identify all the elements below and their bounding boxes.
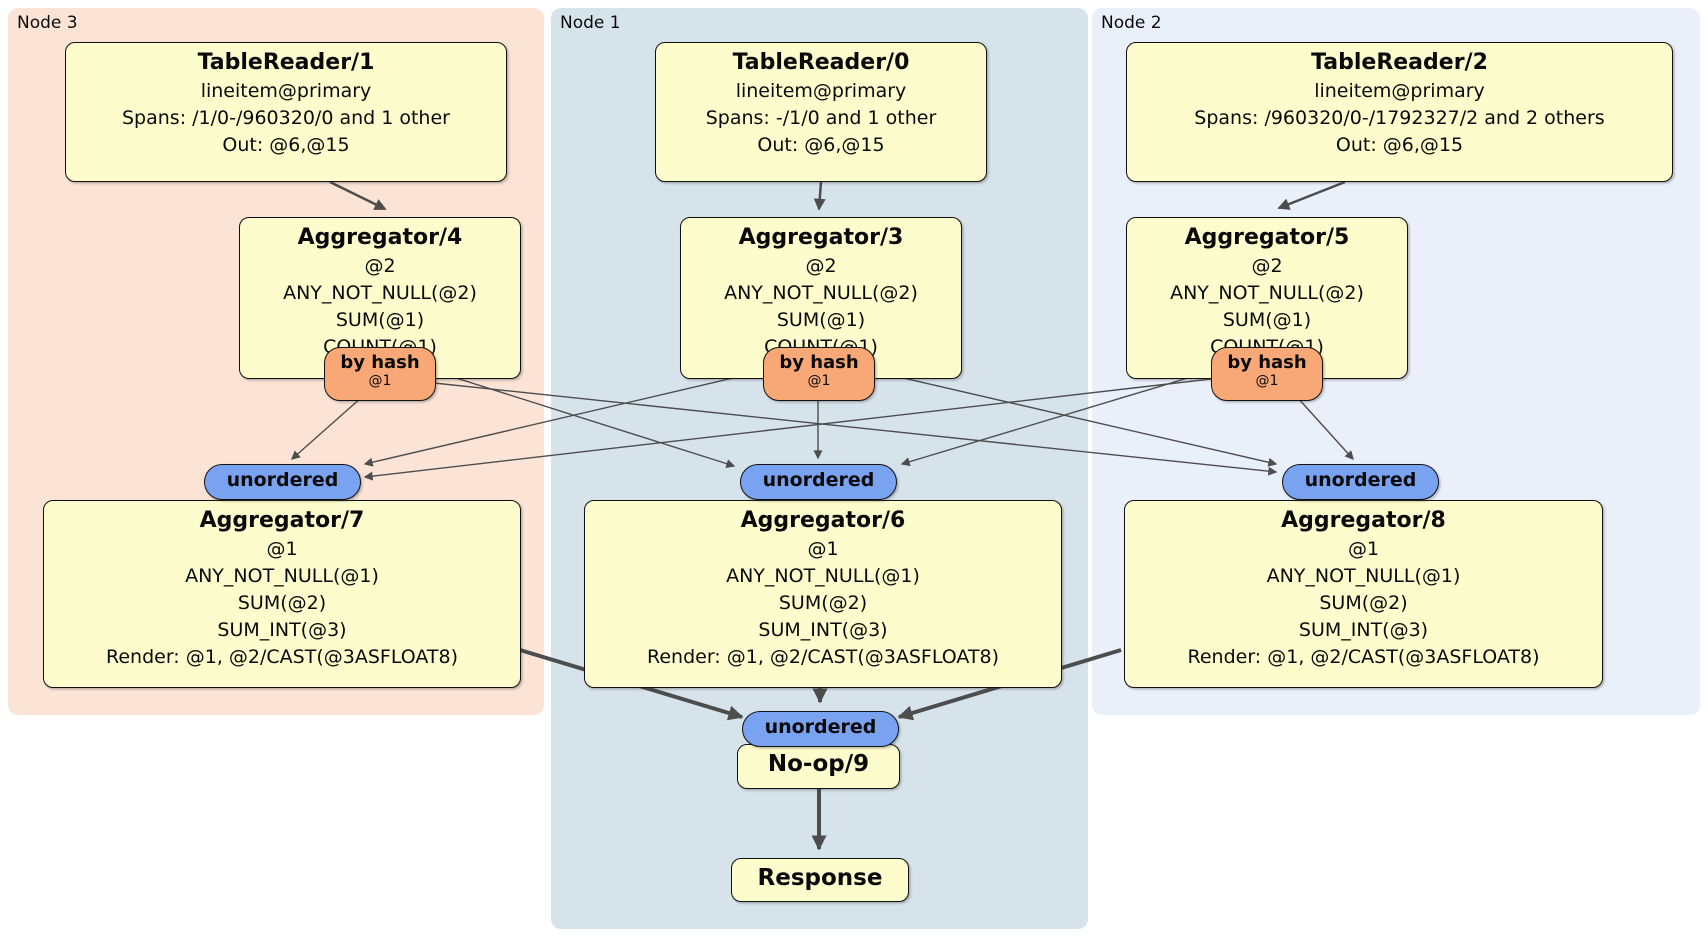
processor-detail: Out: @6,@15	[1335, 134, 1464, 156]
processor-aggregator-7: Aggregator/7 @1 ANY_NOT_NULL(@1) SUM(@2)…	[43, 500, 521, 688]
processor-title: Aggregator/5	[1184, 225, 1350, 250]
processor-detail: SUM(@1)	[776, 309, 866, 331]
processor-detail: Render: @1, @2/CAST(@3ASFLOAT8)	[647, 646, 999, 668]
processor-detail: @2	[805, 255, 837, 277]
router-by-hash-node1: by hash @1	[763, 347, 875, 401]
processor-detail: ANY_NOT_NULL(@1)	[185, 565, 379, 587]
processor-title: Response	[757, 865, 883, 891]
processor-detail: @1	[1347, 538, 1380, 560]
processor-detail: SUM_INT(@3)	[217, 619, 347, 641]
sync-unordered-node1: unordered	[740, 464, 897, 500]
processor-title: Aggregator/6	[740, 508, 906, 533]
processor-tablereader-2: TableReader/2 lineitem@primary Spans: /9…	[1126, 42, 1673, 182]
processor-detail: @1	[266, 538, 298, 560]
router-columns: @1	[1255, 373, 1279, 389]
processor-detail: Spans: -/1/0 and 1 other	[705, 107, 937, 129]
processor-detail: ANY_NOT_NULL(@2)	[283, 282, 477, 304]
processor-noop-9: No-op/9	[737, 744, 900, 789]
router-label: by hash	[779, 352, 859, 373]
sync-unordered-node2: unordered	[1282, 464, 1439, 500]
processor-detail: lineitem@primary	[1314, 80, 1485, 102]
processor-detail: SUM(@2)	[778, 592, 868, 614]
processor-detail: SUM(@2)	[237, 592, 327, 614]
processor-detail: SUM(@1)	[335, 309, 425, 331]
router-columns: @1	[368, 373, 392, 389]
processor-detail: lineitem@primary	[200, 80, 372, 102]
processor-detail: Out: @6,@15	[222, 134, 350, 156]
processor-detail: ANY_NOT_NULL(@2)	[1170, 282, 1364, 304]
processor-detail: SUM_INT(@3)	[758, 619, 888, 641]
processor-detail: SUM_INT(@3)	[1298, 619, 1429, 641]
panel-node2-label: Node 2	[1101, 13, 1162, 33]
panel-node1-label: Node 1	[560, 13, 621, 33]
processor-tablereader-0: TableReader/0 lineitem@primary Spans: -/…	[655, 42, 987, 182]
sync-unordered-node3: unordered	[204, 464, 361, 500]
processor-title: TableReader/1	[197, 50, 375, 75]
processor-detail: ANY_NOT_NULL(@1)	[1266, 565, 1461, 587]
processor-aggregator-4: Aggregator/4 @2 ANY_NOT_NULL(@2) SUM(@1)…	[239, 217, 521, 379]
sync-unordered-final: unordered	[742, 711, 899, 747]
processor-title: Aggregator/7	[199, 508, 365, 533]
processor-detail: Render: @1, @2/CAST(@3ASFLOAT8)	[1187, 646, 1540, 668]
processor-detail: SUM(@1)	[1222, 309, 1312, 331]
processor-detail: Spans: /1/0-/960320/0 and 1 other	[122, 107, 450, 129]
processor-response: Response	[731, 858, 909, 902]
router-by-hash-node2: by hash @1	[1211, 347, 1323, 401]
router-columns: @1	[807, 373, 831, 389]
processor-aggregator-6: Aggregator/6 @1 ANY_NOT_NULL(@1) SUM(@2)…	[584, 500, 1062, 688]
processor-title: TableReader/0	[732, 50, 910, 75]
processor-detail: @2	[364, 255, 396, 277]
processor-detail: ANY_NOT_NULL(@1)	[726, 565, 920, 587]
processor-detail: SUM(@2)	[1319, 592, 1408, 614]
processor-detail: @1	[807, 538, 839, 560]
router-by-hash-node3: by hash @1	[324, 347, 436, 401]
processor-title: Aggregator/3	[738, 225, 904, 250]
processor-detail: ANY_NOT_NULL(@2)	[724, 282, 918, 304]
processor-detail: @2	[1251, 255, 1283, 277]
processor-detail: lineitem@primary	[735, 80, 907, 102]
router-label: by hash	[1227, 352, 1307, 373]
processor-detail: Out: @6,@15	[757, 134, 885, 156]
processor-tablereader-1: TableReader/1 lineitem@primary Spans: /1…	[65, 42, 507, 182]
processor-title: Aggregator/4	[297, 225, 463, 250]
processor-title: TableReader/2	[1311, 50, 1488, 75]
processor-title: Aggregator/8	[1281, 508, 1446, 533]
processor-title: No-op/9	[767, 751, 870, 777]
processor-aggregator-8: Aggregator/8 @1 ANY_NOT_NULL(@1) SUM(@2)…	[1124, 500, 1603, 688]
processor-detail: Render: @1, @2/CAST(@3ASFLOAT8)	[106, 646, 458, 668]
processor-detail: Spans: /960320/0-/1792327/2 and 2 others	[1194, 107, 1605, 129]
panel-node3-label: Node 3	[17, 13, 78, 33]
router-label: by hash	[340, 352, 420, 373]
